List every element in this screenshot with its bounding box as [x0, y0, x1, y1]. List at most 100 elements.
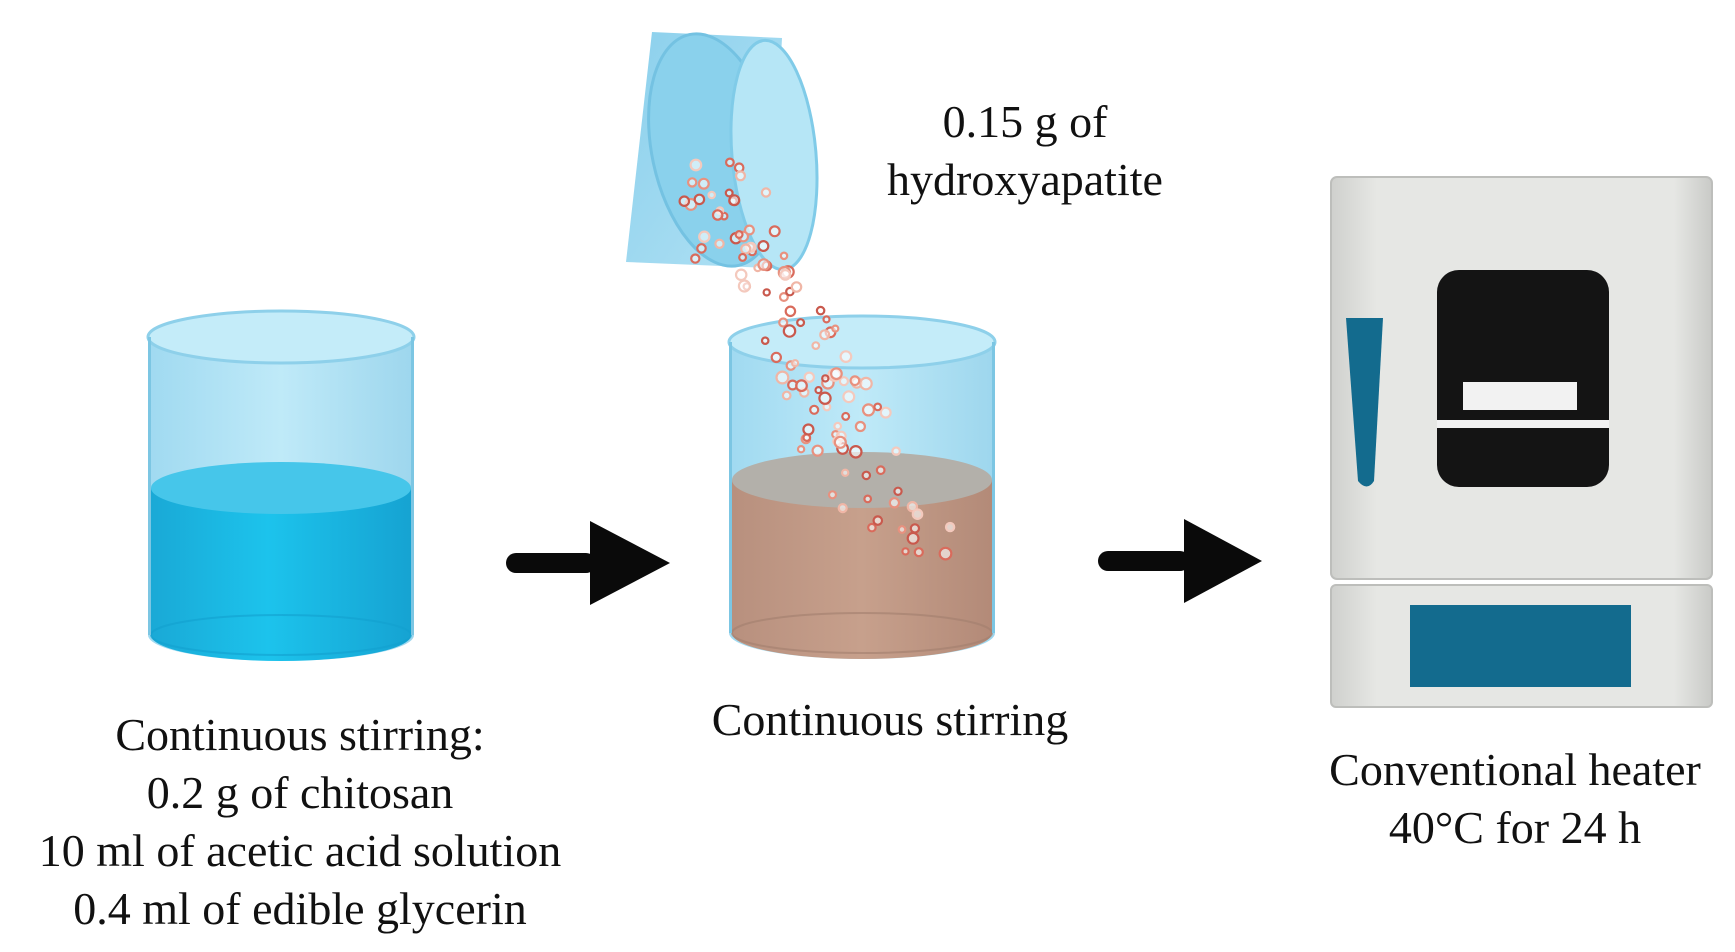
particle: [778, 292, 789, 303]
particle: [893, 486, 903, 496]
particle: [778, 317, 789, 328]
particle: [781, 390, 792, 401]
particle: [678, 195, 691, 207]
step1-line2: 0.2 g of chitosan: [146, 767, 454, 818]
particle: [728, 194, 741, 207]
particle: [757, 240, 770, 253]
particle: [872, 515, 884, 526]
particle: [909, 523, 921, 534]
particle: [861, 470, 872, 481]
particle: [734, 170, 746, 182]
particle: [697, 177, 710, 190]
particle: [819, 329, 831, 341]
particle: [873, 402, 883, 412]
particle: [802, 423, 815, 436]
particle: [897, 525, 907, 534]
particle: [784, 305, 797, 318]
particle: [906, 531, 920, 545]
particle: [796, 445, 806, 454]
particle: [814, 386, 823, 395]
particle: [698, 230, 711, 243]
step3-caption: Conventional heater 40°C for 24 h: [1300, 741, 1730, 857]
particle: [944, 521, 956, 533]
particle: [687, 177, 698, 188]
particle: [738, 252, 748, 262]
particle: [879, 406, 892, 419]
beaker-icon: [146, 309, 416, 661]
particle: [762, 288, 771, 297]
particle: [740, 243, 752, 255]
particle: [775, 370, 790, 385]
step2-line1: Continuous stirring: [711, 694, 1069, 745]
particle: [790, 281, 803, 293]
petri-dish-icon: [626, 32, 819, 272]
particle: [737, 279, 752, 293]
particle: [901, 547, 910, 556]
particle: [707, 190, 717, 200]
particle: [818, 391, 832, 405]
step1-line1: Continuous stirring:: [115, 709, 485, 760]
particle: [711, 209, 724, 221]
particle: [906, 501, 919, 513]
powder-caption: 0.15 g of hydroxyapatite: [860, 93, 1190, 209]
step3-line1: Conventional heater: [1329, 744, 1701, 795]
particle: [827, 490, 838, 500]
particle: [888, 497, 901, 509]
particle: [833, 421, 843, 431]
particle: [714, 238, 725, 249]
particle: [779, 251, 789, 261]
step2-caption: Continuous stirring: [660, 691, 1120, 749]
particle: [782, 324, 797, 338]
particle: [811, 444, 824, 457]
particle: [854, 420, 867, 433]
particle: [849, 375, 861, 387]
arrow-icon: [506, 521, 670, 605]
particle: [796, 318, 806, 328]
step1-caption: Continuous stirring: 0.2 g of chitosan 1…: [0, 706, 600, 938]
powder-line1: 0.15 g of: [942, 96, 1108, 147]
particle: [841, 468, 850, 477]
particle: [724, 188, 734, 198]
powder-line2: hydroxyapatite: [887, 154, 1163, 205]
beaker-icon: [727, 314, 997, 659]
particle: [839, 350, 853, 364]
arrow-icon: [1098, 519, 1262, 603]
step1-line3: 10 ml of acetic acid solution: [38, 825, 562, 876]
particle: [790, 359, 800, 368]
particle: [690, 253, 701, 264]
particle: [809, 404, 820, 415]
particle: [859, 376, 873, 391]
particle: [725, 157, 735, 168]
particle: [911, 508, 924, 520]
oven-icon: [1330, 176, 1713, 708]
step3-line2: 40°C for 24 h: [1388, 802, 1642, 853]
particle: [822, 315, 831, 324]
particle: [770, 351, 783, 364]
powder-particles: [678, 157, 772, 264]
particle: [693, 193, 706, 206]
particle: [833, 435, 847, 449]
particle: [841, 411, 851, 421]
particle: [689, 158, 703, 172]
particle: [867, 522, 877, 533]
particle: [831, 324, 840, 333]
particle: [768, 225, 781, 238]
step1-line4: 0.4 ml of edible glycerin: [73, 883, 527, 934]
particle: [803, 371, 816, 383]
powder-particles-falling: [729, 224, 956, 561]
particle: [838, 376, 850, 387]
particle: [875, 465, 886, 476]
particle: [938, 546, 953, 561]
particle: [821, 374, 830, 383]
particle: [848, 444, 863, 459]
particle: [811, 341, 821, 351]
particle: [795, 379, 808, 393]
particle: [830, 367, 843, 381]
particle: [913, 547, 924, 558]
particle: [815, 305, 826, 316]
particle: [734, 268, 748, 282]
particle: [779, 269, 792, 281]
particle: [863, 494, 873, 504]
particle: [837, 503, 848, 514]
